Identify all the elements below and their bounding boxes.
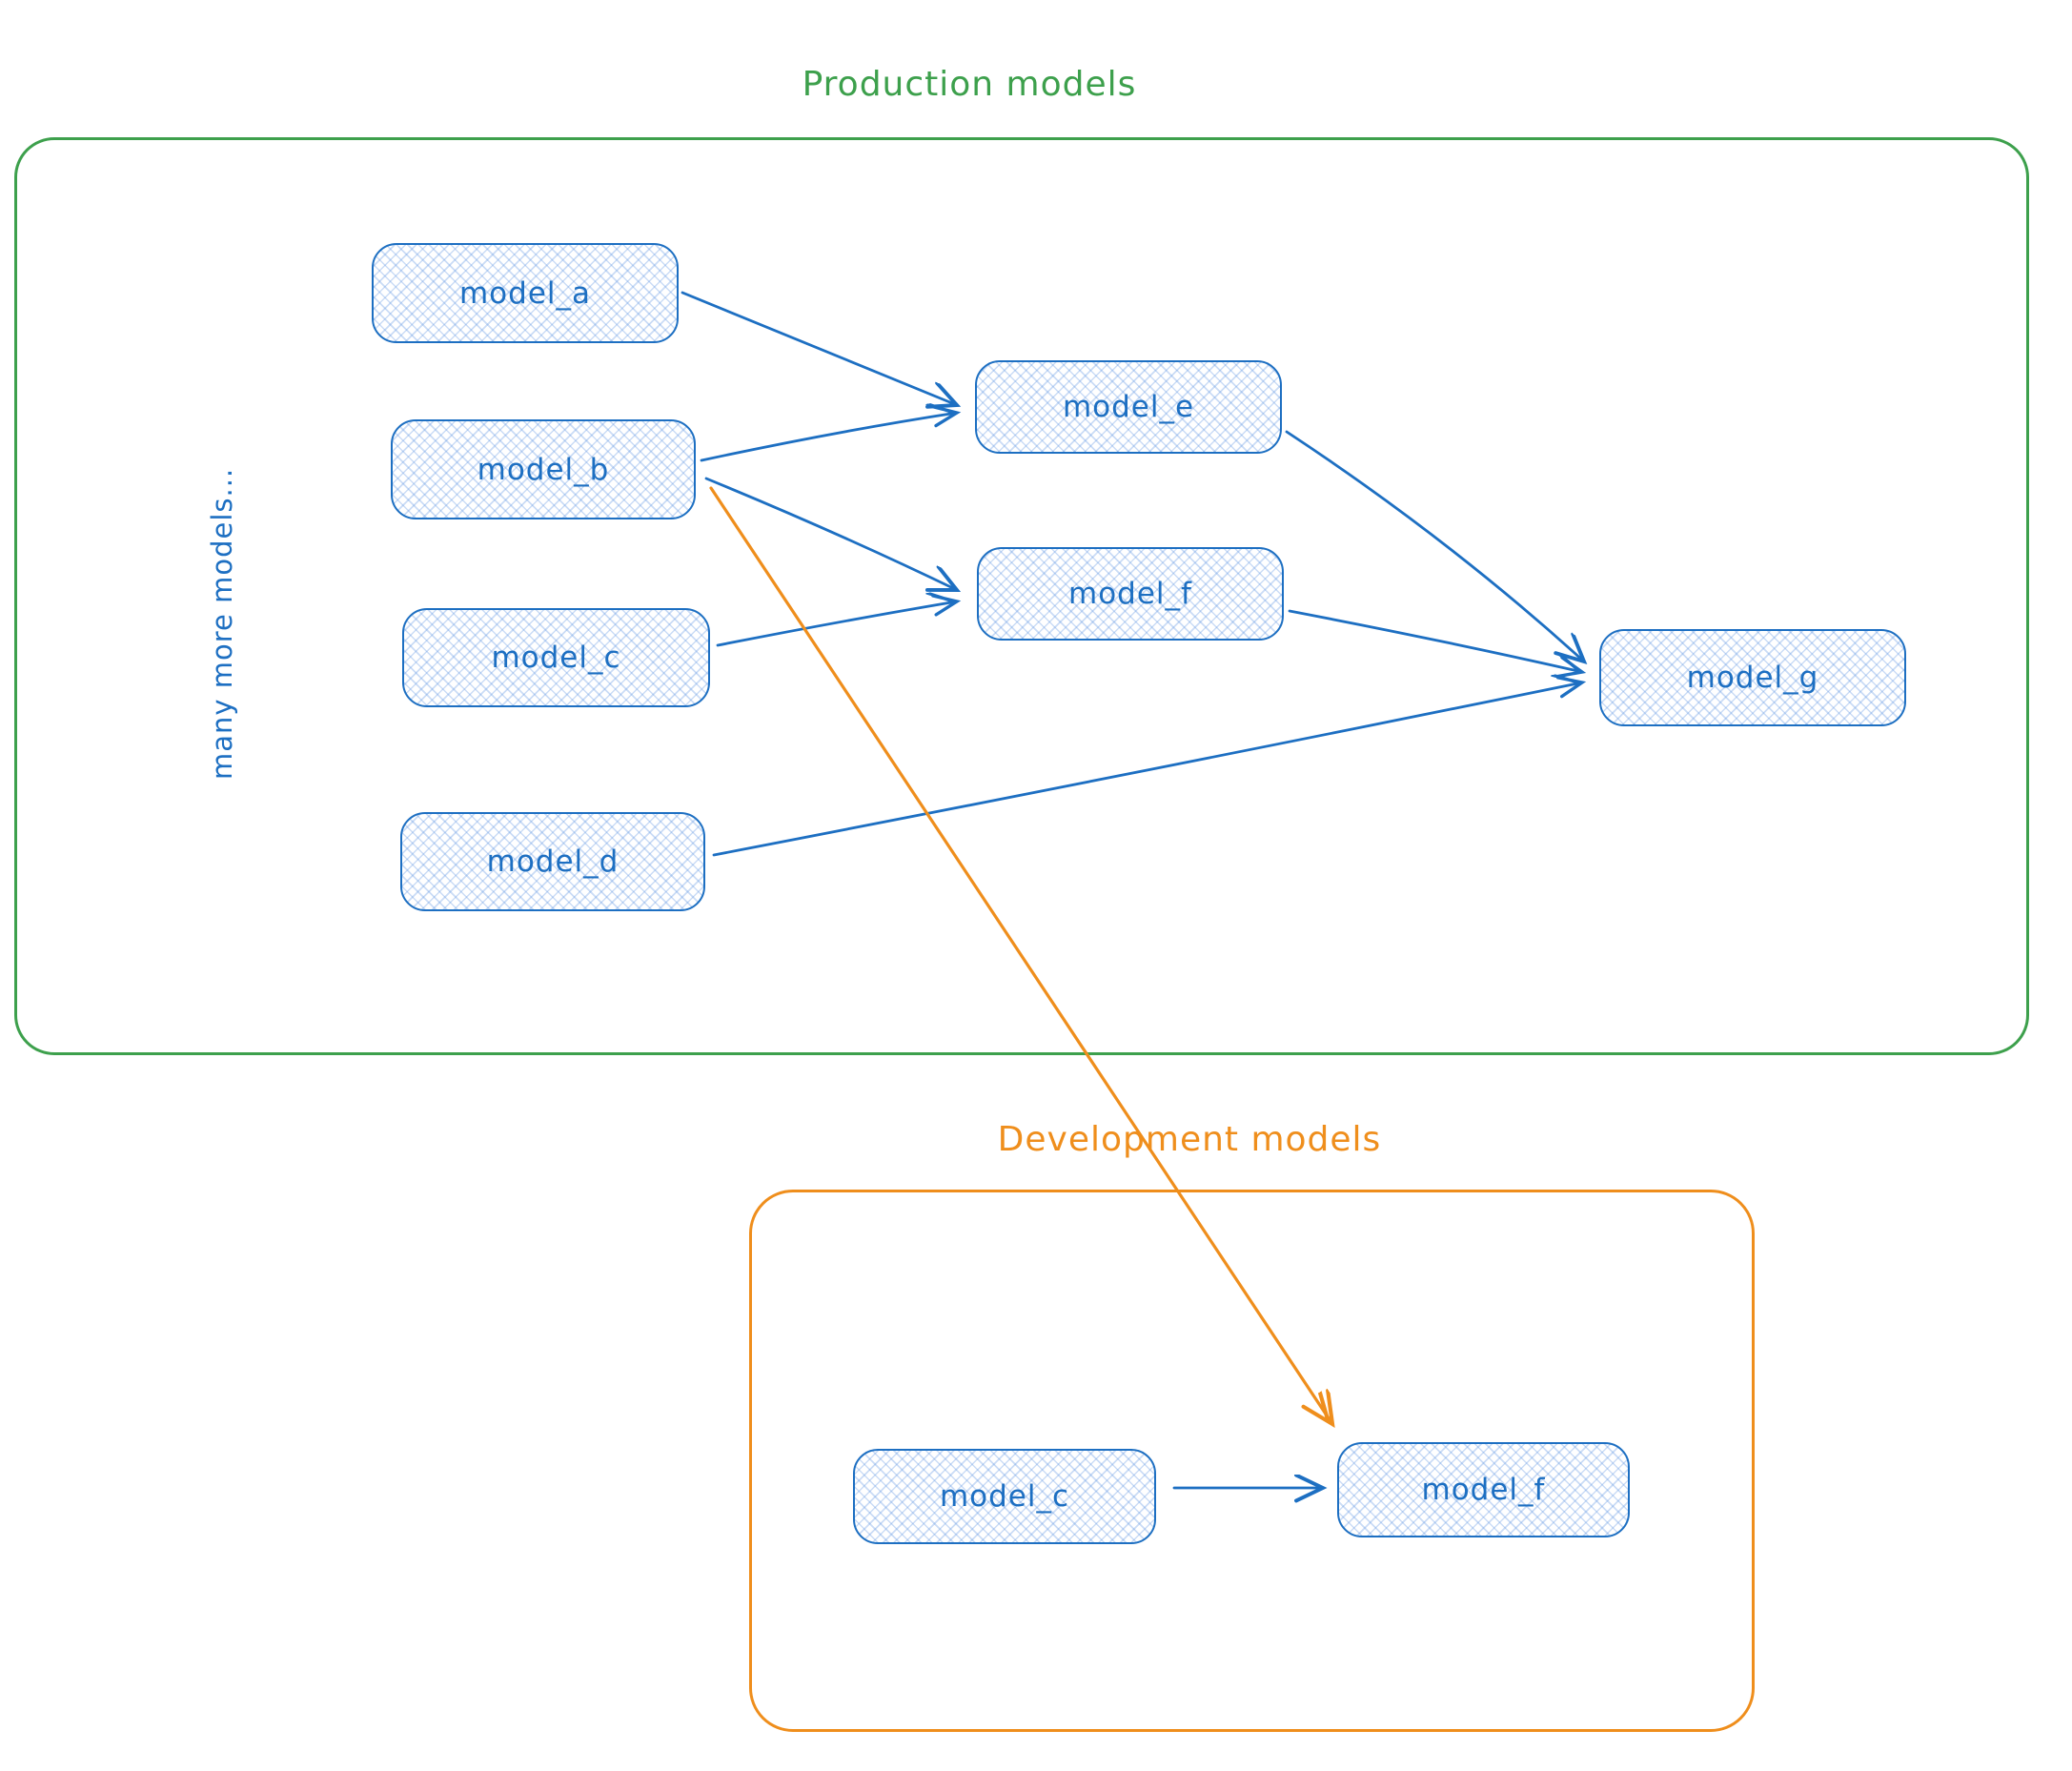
node-model-f-label: model_f — [1068, 577, 1192, 611]
node-model-d-label: model_d — [486, 845, 620, 879]
node-dev-model-c[interactable]: model_c — [853, 1449, 1156, 1544]
node-model-d[interactable]: model_d — [400, 812, 705, 911]
node-model-f[interactable]: model_f — [977, 547, 1284, 641]
many-more-models-note: many more models... — [206, 467, 238, 780]
node-model-b[interactable]: model_b — [391, 419, 696, 519]
node-model-g[interactable]: model_g — [1599, 629, 1906, 726]
node-dev-model-f[interactable]: model_f — [1337, 1442, 1630, 1537]
node-model-b-label: model_b — [477, 452, 610, 487]
node-model-c-label: model_c — [491, 641, 621, 675]
node-dev-model-c-label: model_c — [939, 1479, 1070, 1514]
node-model-c[interactable]: model_c — [402, 608, 710, 707]
development-group-title: Development models — [997, 1120, 1382, 1159]
node-model-a[interactable]: model_a — [372, 243, 679, 343]
node-model-e-label: model_e — [1062, 390, 1195, 424]
node-model-g-label: model_g — [1686, 661, 1819, 695]
node-dev-model-f-label: model_f — [1421, 1473, 1546, 1507]
node-model-a-label: model_a — [458, 275, 592, 311]
node-model-e[interactable]: model_e — [975, 360, 1282, 454]
production-group-title: Production models — [802, 65, 1137, 104]
